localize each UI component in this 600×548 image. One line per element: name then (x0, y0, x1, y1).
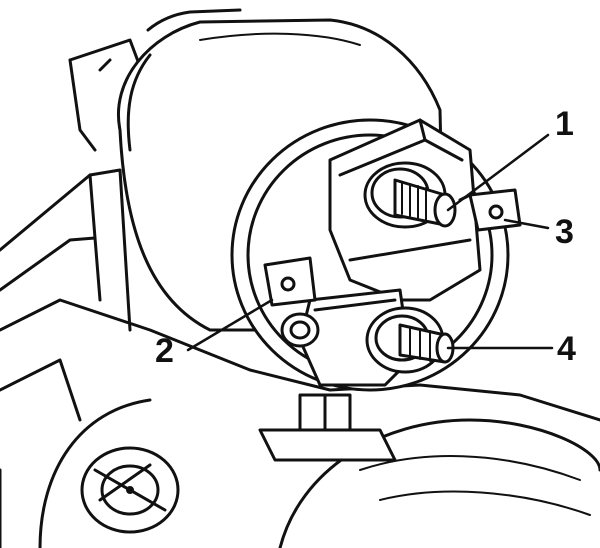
terminal-battery-stud (363, 161, 457, 229)
terminal-field-spade (263, 256, 320, 348)
leader-lines (186, 133, 554, 352)
callout-label-1: 1 (555, 105, 574, 143)
leader-line-1 (446, 133, 550, 212)
housing-bolt-hole (80, 446, 180, 534)
callout-label-2: 2 (155, 332, 174, 370)
starter-motor-body (0, 298, 600, 548)
leader-line-2 (186, 298, 274, 352)
mounting-post (258, 393, 397, 462)
callout-label-3: 3 (555, 213, 574, 251)
leader-line-3 (503, 218, 550, 230)
terminal-motor-stud (365, 306, 455, 374)
callout-label-4: 4 (557, 330, 576, 368)
